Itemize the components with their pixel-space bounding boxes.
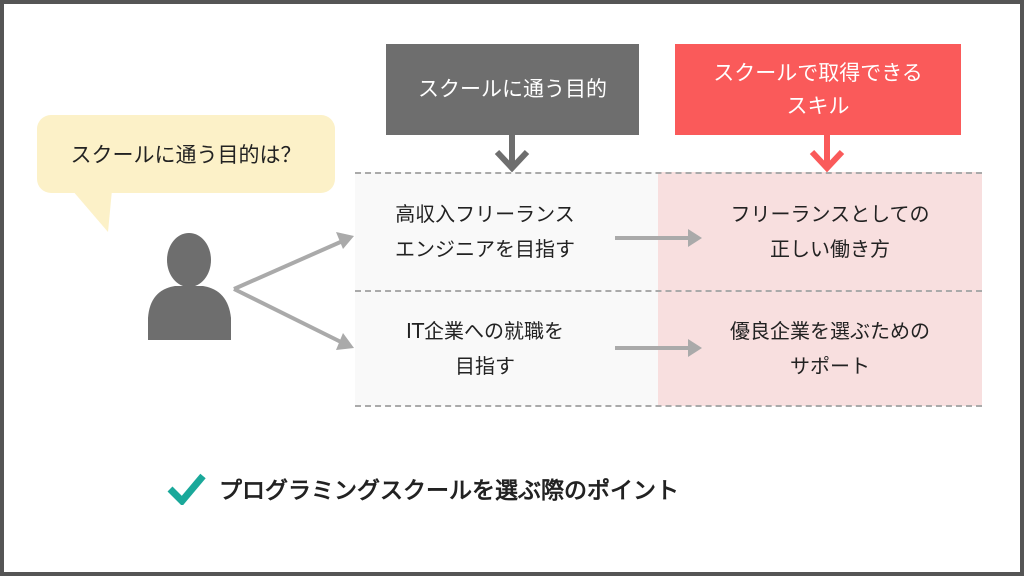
skill-column [658,172,982,406]
arrow-head-top [336,232,354,249]
speech-bubble: スクールに通う目的は？ [37,115,335,193]
header-purpose-label: スクールに通う目的 [418,77,607,101]
cell-line: 高収入フリーランス [395,202,575,226]
gray-down-arrow [494,135,530,173]
row-arrow-head [688,339,702,357]
bubble-tail [72,190,112,232]
checkmark-icon [167,473,206,505]
skill-cell-2: 優良企業を選ぶためのサポート [680,292,980,405]
cell-line: エンジニアを目指す [395,237,575,261]
skill-cell-1: フリーランスとしての正しい働き方 [680,174,980,290]
cell-line: 目指す [455,353,515,378]
person-icon [148,233,231,340]
footer-text: プログラミングスクールを選ぶ際のポイント [219,478,679,504]
purpose-column [355,172,658,406]
row-arrow-head [688,229,702,247]
header-purpose: スクールに通う目的 [386,44,639,135]
header-skill-line2: スキル [786,93,850,118]
header-skill-line1: スクールで取得できる [713,60,923,85]
red-down-arrow [809,135,845,173]
branch-arrows [233,238,346,346]
arrow-head-bottom [336,333,354,350]
footer-point: プログラミングスクールを選ぶ際のポイント [165,468,865,508]
cell-line: 優良企業を選ぶための [730,318,930,343]
divider [355,405,982,407]
header-skill: スクールで取得できるスキル [675,44,961,135]
cell-line: 正しい働き方 [770,237,890,261]
purpose-cell-1: 高収入フリーランスエンジニアを目指す [355,174,615,290]
purpose-cell-2: IT企業への就職を目指す [355,292,615,405]
cell-line: フリーランスとしての [730,202,930,226]
divider [355,290,982,292]
divider [355,172,982,174]
cell-line: サポート [790,353,870,378]
cell-line: IT企業への就職を [405,318,565,343]
bubble-text: スクールに通う目的は？ [70,143,302,167]
